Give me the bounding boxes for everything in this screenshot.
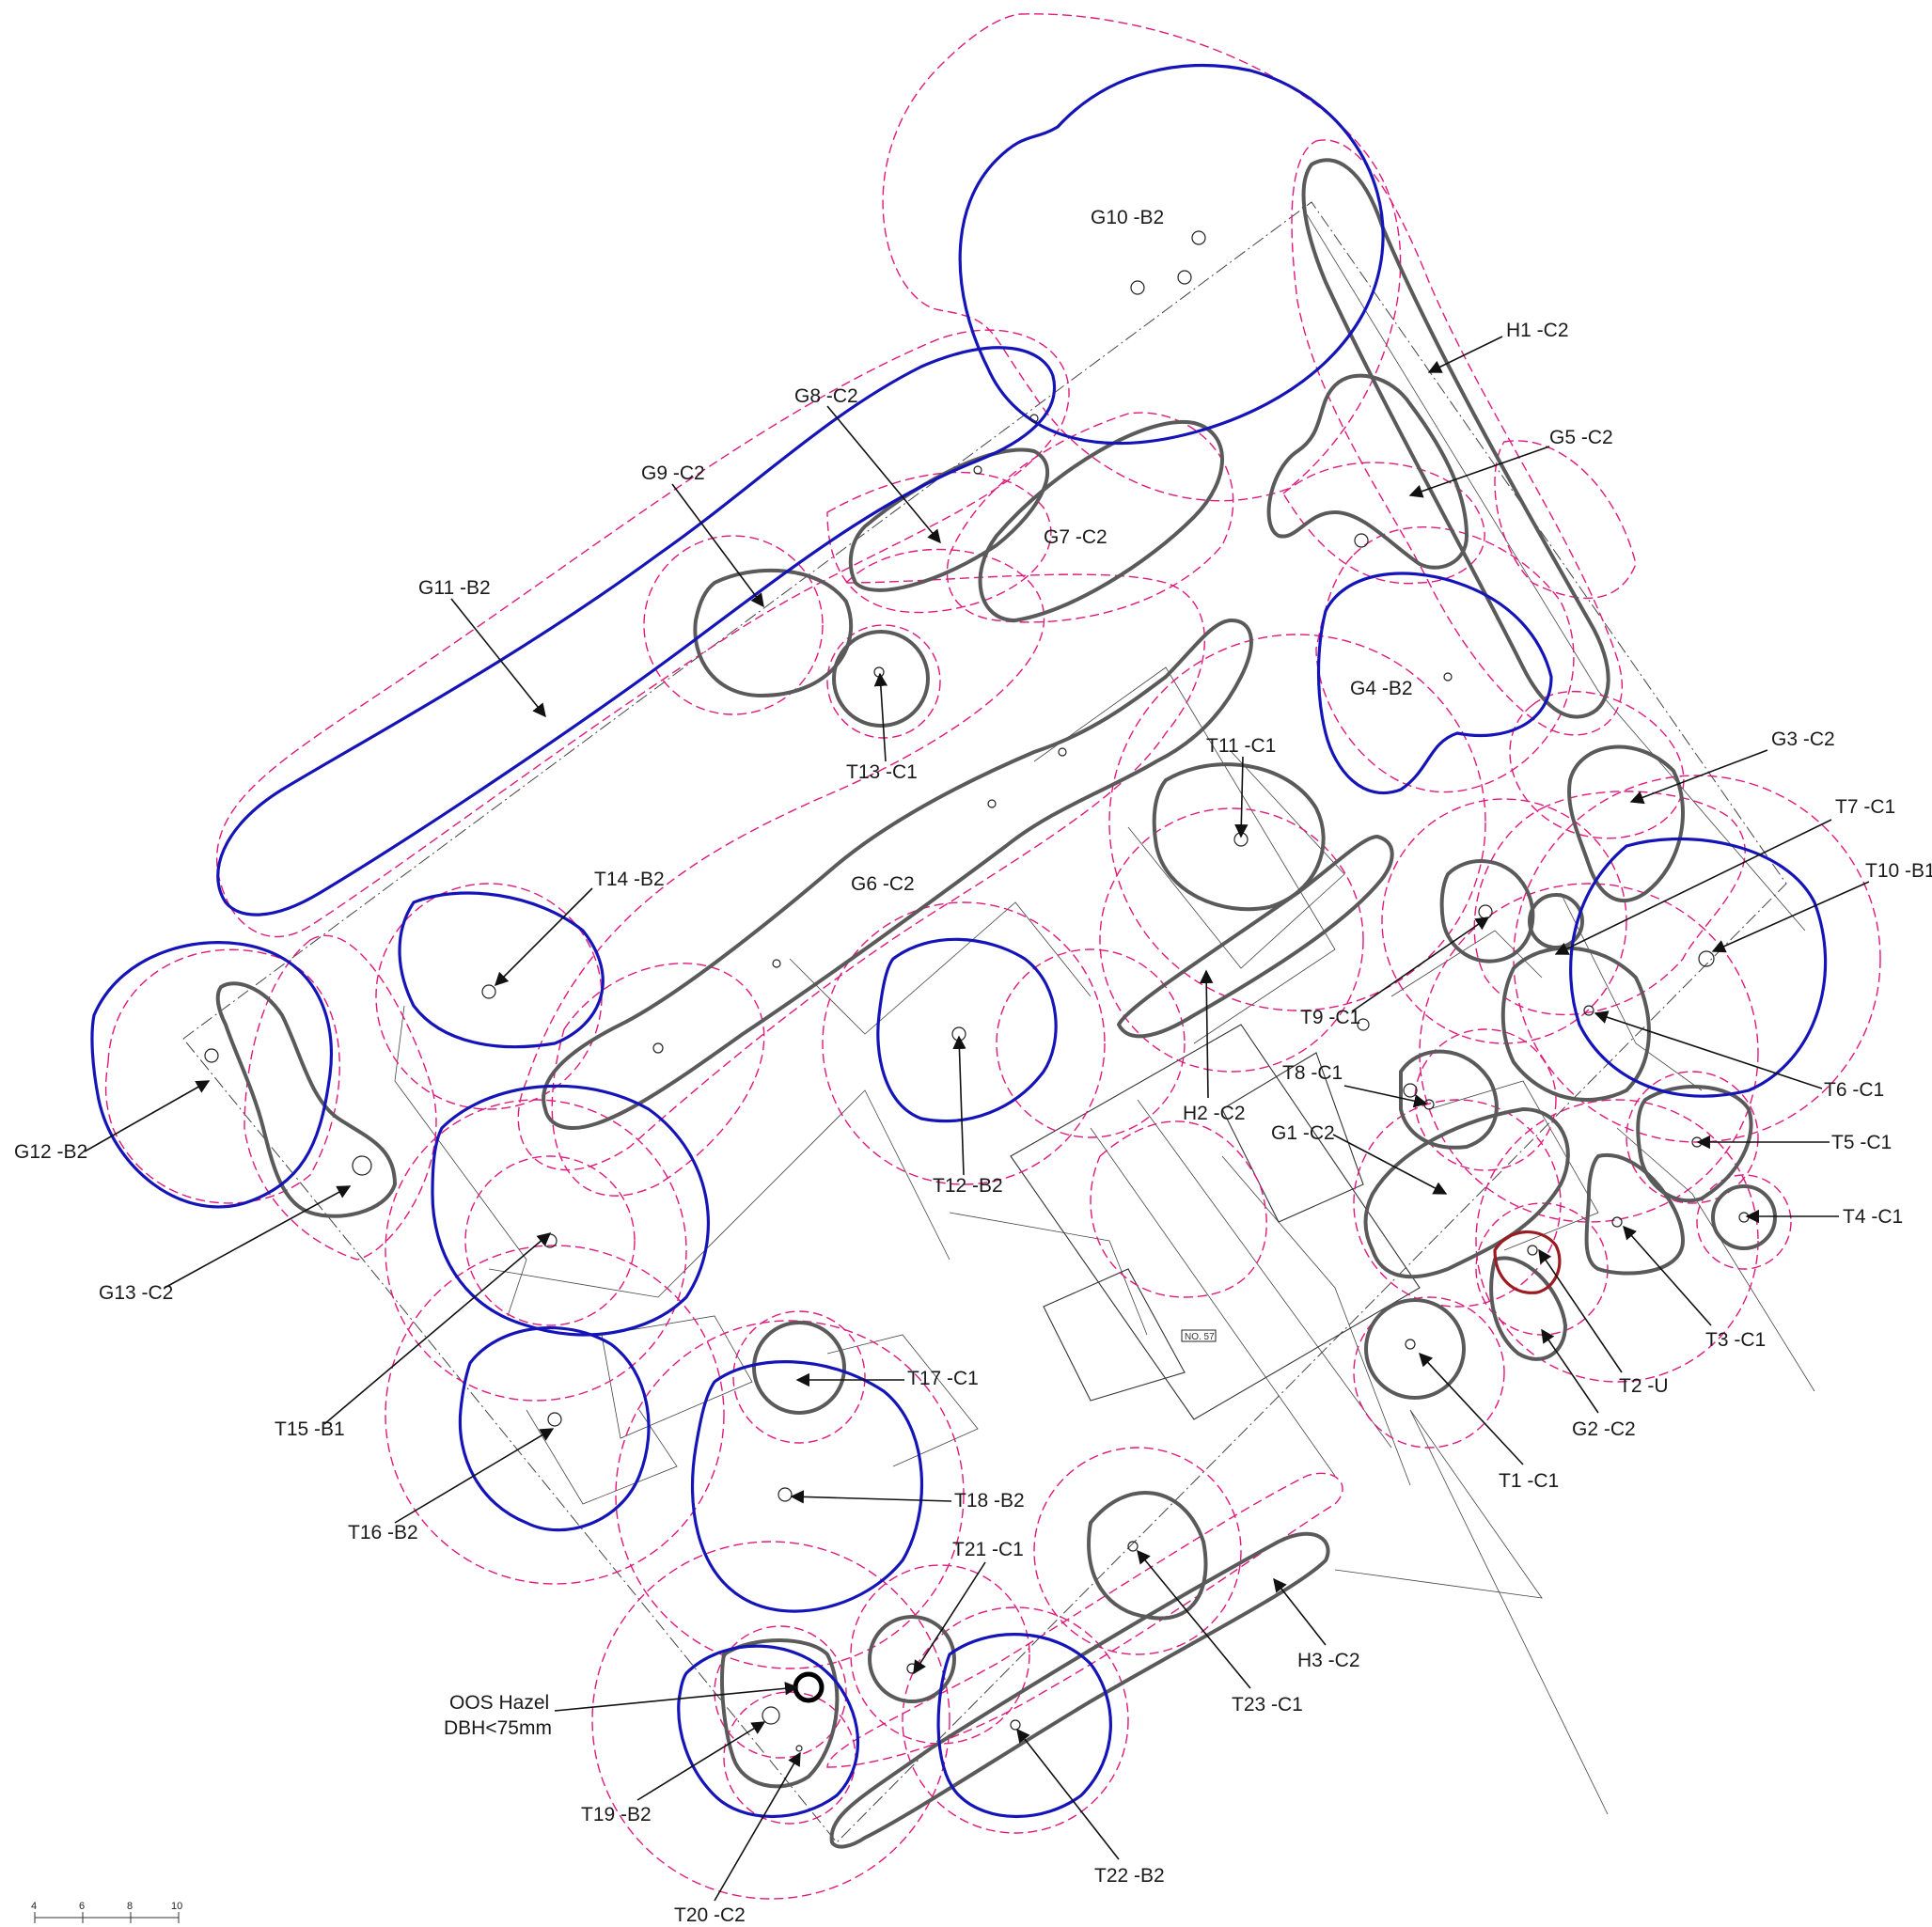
canopy-g2: [1489, 1256, 1568, 1361]
label-g10: G10 -B2: [1091, 207, 1164, 228]
canopy-g11: [216, 346, 1057, 916]
canopy-t8: [1399, 1049, 1499, 1150]
canopy-t16: [458, 1326, 651, 1532]
canopy-t9: [1439, 859, 1535, 964]
label-g2: G2 -C2: [1572, 1418, 1636, 1440]
scale-tick-10: 10: [171, 1901, 182, 1912]
label-t16: T16 -B2: [348, 1522, 418, 1543]
label-t8: T8 -C1: [1282, 1062, 1343, 1084]
canopy-t20: [720, 1638, 840, 1789]
label-t5: T5 -C1: [1831, 1132, 1892, 1153]
canopy-t1: [1364, 1298, 1466, 1400]
canopy-g1: [1363, 1106, 1570, 1279]
label-h1: H1 -C2: [1506, 320, 1569, 341]
label-t1: T1 -C1: [1499, 1470, 1559, 1492]
canopy-g6: [542, 618, 1253, 1131]
building-label: NO. 57: [1185, 1332, 1215, 1342]
label-g7: G7 -C2: [1044, 526, 1107, 548]
label-t22: T22 -B2: [1094, 1865, 1165, 1887]
canopy-t10: [1569, 837, 1828, 1098]
label-g11: G11 -B2: [418, 577, 491, 599]
category-c-canopies: [215, 158, 1777, 1849]
label-oos-dbh: DBH<75mm: [444, 1717, 552, 1739]
canopy-t21: [868, 1615, 956, 1703]
label-t19: T19 -B2: [581, 1804, 652, 1825]
scale-tick-8: 8: [127, 1901, 133, 1912]
label-g1: G1 -C2: [1271, 1122, 1335, 1144]
rpa-outlines: [104, 13, 1881, 1900]
category-b-canopies: [90, 64, 1828, 1818]
canopy-g9: [693, 568, 853, 698]
label-t23: T23 -C1: [1232, 1694, 1303, 1716]
canopy-g12-b: [90, 941, 334, 1209]
canopy-t13: [832, 630, 930, 728]
label-g8: G8 -C2: [794, 385, 858, 407]
canopy-g7: [978, 419, 1224, 623]
canopy-t6: [1500, 946, 1651, 1102]
label-g4: G4 -B2: [1350, 678, 1413, 699]
canopy-t5: [1636, 1085, 1753, 1203]
label-t15: T15 -B1: [275, 1418, 345, 1440]
label-t17: T17 -C1: [907, 1368, 979, 1389]
label-t10: T10 -B1: [1865, 860, 1932, 882]
scale-bar: 4 6 8 10: [31, 1901, 182, 1923]
label-g6: G6 -C2: [851, 873, 915, 895]
label-t18: T18 -B2: [954, 1490, 1025, 1512]
tree-labels: G10 -B2 H1 -C2 G8 -C2 G5 -C2 G9 -C2 G7 -…: [14, 207, 1932, 1926]
label-t6: T6 -C1: [1824, 1079, 1884, 1101]
label-g5: G5 -C2: [1549, 427, 1613, 448]
canopy-t23: [1087, 1490, 1208, 1621]
label-t2: T2 -U: [1619, 1375, 1669, 1397]
canopy-t19: [677, 1644, 860, 1818]
label-oos-hazel: OOS Hazel: [449, 1692, 549, 1714]
canopy-t4: [1711, 1184, 1777, 1250]
canopy-g8: [848, 447, 1050, 592]
label-h3: H3 -C2: [1297, 1650, 1360, 1671]
canopy-t12: [876, 937, 1058, 1123]
label-t11: T11 -C1: [1206, 735, 1276, 757]
label-t21: T21 -C1: [952, 1539, 1024, 1560]
canopy-t14: [398, 891, 605, 1049]
canopy-t2: [1493, 1230, 1562, 1294]
canopy-g12: [215, 981, 398, 1218]
tree-trunk-markers: [204, 230, 1750, 1752]
scale-tick-6: 6: [79, 1901, 85, 1912]
label-g9: G9 -C2: [641, 462, 705, 484]
label-t14: T14 -B2: [594, 869, 665, 890]
oos-hazel-marker: [793, 1671, 825, 1703]
label-t13: T13 -C1: [846, 761, 918, 783]
site-linework: [182, 201, 1815, 1843]
label-t3: T3 -C1: [1705, 1329, 1766, 1351]
label-h2: H2 -C2: [1183, 1103, 1246, 1124]
label-t12: T12 -B2: [933, 1175, 1003, 1197]
canopy-t18: [690, 1360, 923, 1613]
canopy-g3: [1567, 744, 1685, 903]
canopy-g5: [1266, 373, 1469, 570]
canopy-t15: [431, 1084, 710, 1337]
label-t4: T4 -C1: [1843, 1206, 1903, 1228]
canopy-t17: [752, 1321, 846, 1415]
label-g13: G13 -C2: [99, 1282, 173, 1304]
canopy-g10: [958, 64, 1385, 446]
label-t9: T9 -C1: [1300, 1007, 1360, 1028]
scale-tick-4: 4: [31, 1901, 37, 1912]
label-t20: T20 -C2: [674, 1904, 746, 1926]
canopy-h1: [1301, 158, 1610, 719]
canopy-h2: [1116, 834, 1394, 1039]
canopy-t22: [936, 1633, 1112, 1818]
canopy-g4: [1316, 572, 1553, 795]
canopy-t3: [1584, 1152, 1686, 1276]
building-no-57: NO. 57: [1010, 1024, 1421, 1477]
label-g3: G3 -C2: [1771, 728, 1835, 750]
label-g12: G12 -B2: [14, 1141, 87, 1163]
label-t7: T7 -C1: [1835, 796, 1895, 818]
